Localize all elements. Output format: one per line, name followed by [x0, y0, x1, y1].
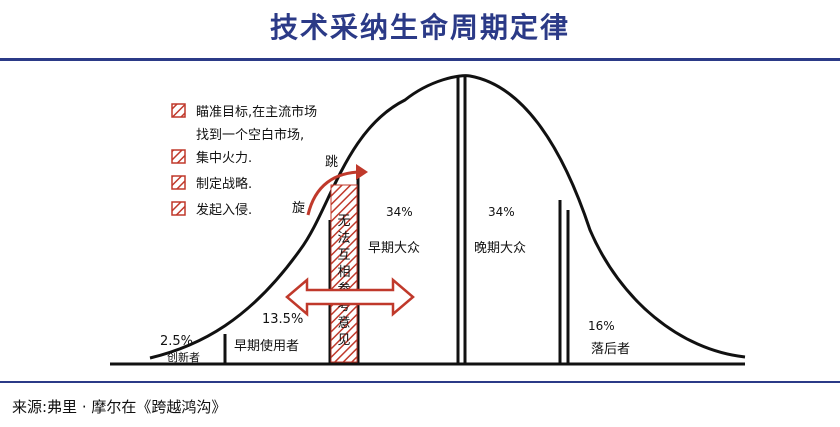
legend-item: 瞄准目标,在主流市场	[196, 104, 317, 120]
early-adopters-label: 早期使用者	[234, 338, 299, 354]
legend-hatch-icon	[171, 103, 186, 118]
early-majority-pct: 34%	[386, 205, 413, 219]
jump-arrow	[306, 170, 363, 216]
legend-item: 集中火力.	[196, 150, 252, 166]
bell-curve	[149, 74, 746, 360]
legend-hatch-icon	[171, 149, 186, 164]
chasm-char: 互	[337, 248, 350, 263]
arrow-to-label: 跳	[325, 155, 338, 170]
early-majority-label: 早期大众	[368, 241, 420, 256]
laggards-pct: 16%	[588, 319, 615, 333]
top-divider	[0, 58, 840, 61]
chasm-column	[330, 184, 358, 363]
chasm-char: 无	[337, 214, 350, 229]
strategy-legend: 瞄准目标,在主流市场 找到一个空白市场, 集中火力. 制定战略. 发起入侵.	[171, 103, 317, 218]
chasm-char: 法	[337, 231, 350, 246]
laggards-label: 落后者	[591, 342, 630, 357]
bottom-divider	[0, 381, 840, 383]
late-majority-label: 晚期大众	[474, 241, 526, 256]
innovators-pct: 2.5%	[160, 334, 193, 349]
legend-item: 发起入侵.	[196, 202, 252, 218]
early-adopters-pct: 13.5%	[262, 312, 303, 327]
arrow-from-label: 旋	[292, 201, 305, 216]
late-majority-pct: 34%	[488, 205, 515, 219]
legend-item: 制定战略.	[196, 176, 252, 192]
jump-arrow-head	[356, 164, 368, 180]
legend-hatch-icon	[171, 175, 186, 190]
page-title: 技术采纳生命周期定律	[269, 11, 570, 44]
innovators-label: 创新者	[167, 350, 200, 364]
chasm-char: 见	[337, 333, 350, 348]
double-arrow	[285, 277, 415, 317]
source-caption: 来源:弗里 · 摩尔在《跨越鸿沟》	[12, 398, 227, 416]
chasm-char: 相	[337, 265, 350, 280]
legend-hatch-icon	[171, 201, 186, 216]
legend-item: 找到一个空白市场,	[196, 127, 304, 143]
chasm-char: 意	[337, 315, 350, 331]
